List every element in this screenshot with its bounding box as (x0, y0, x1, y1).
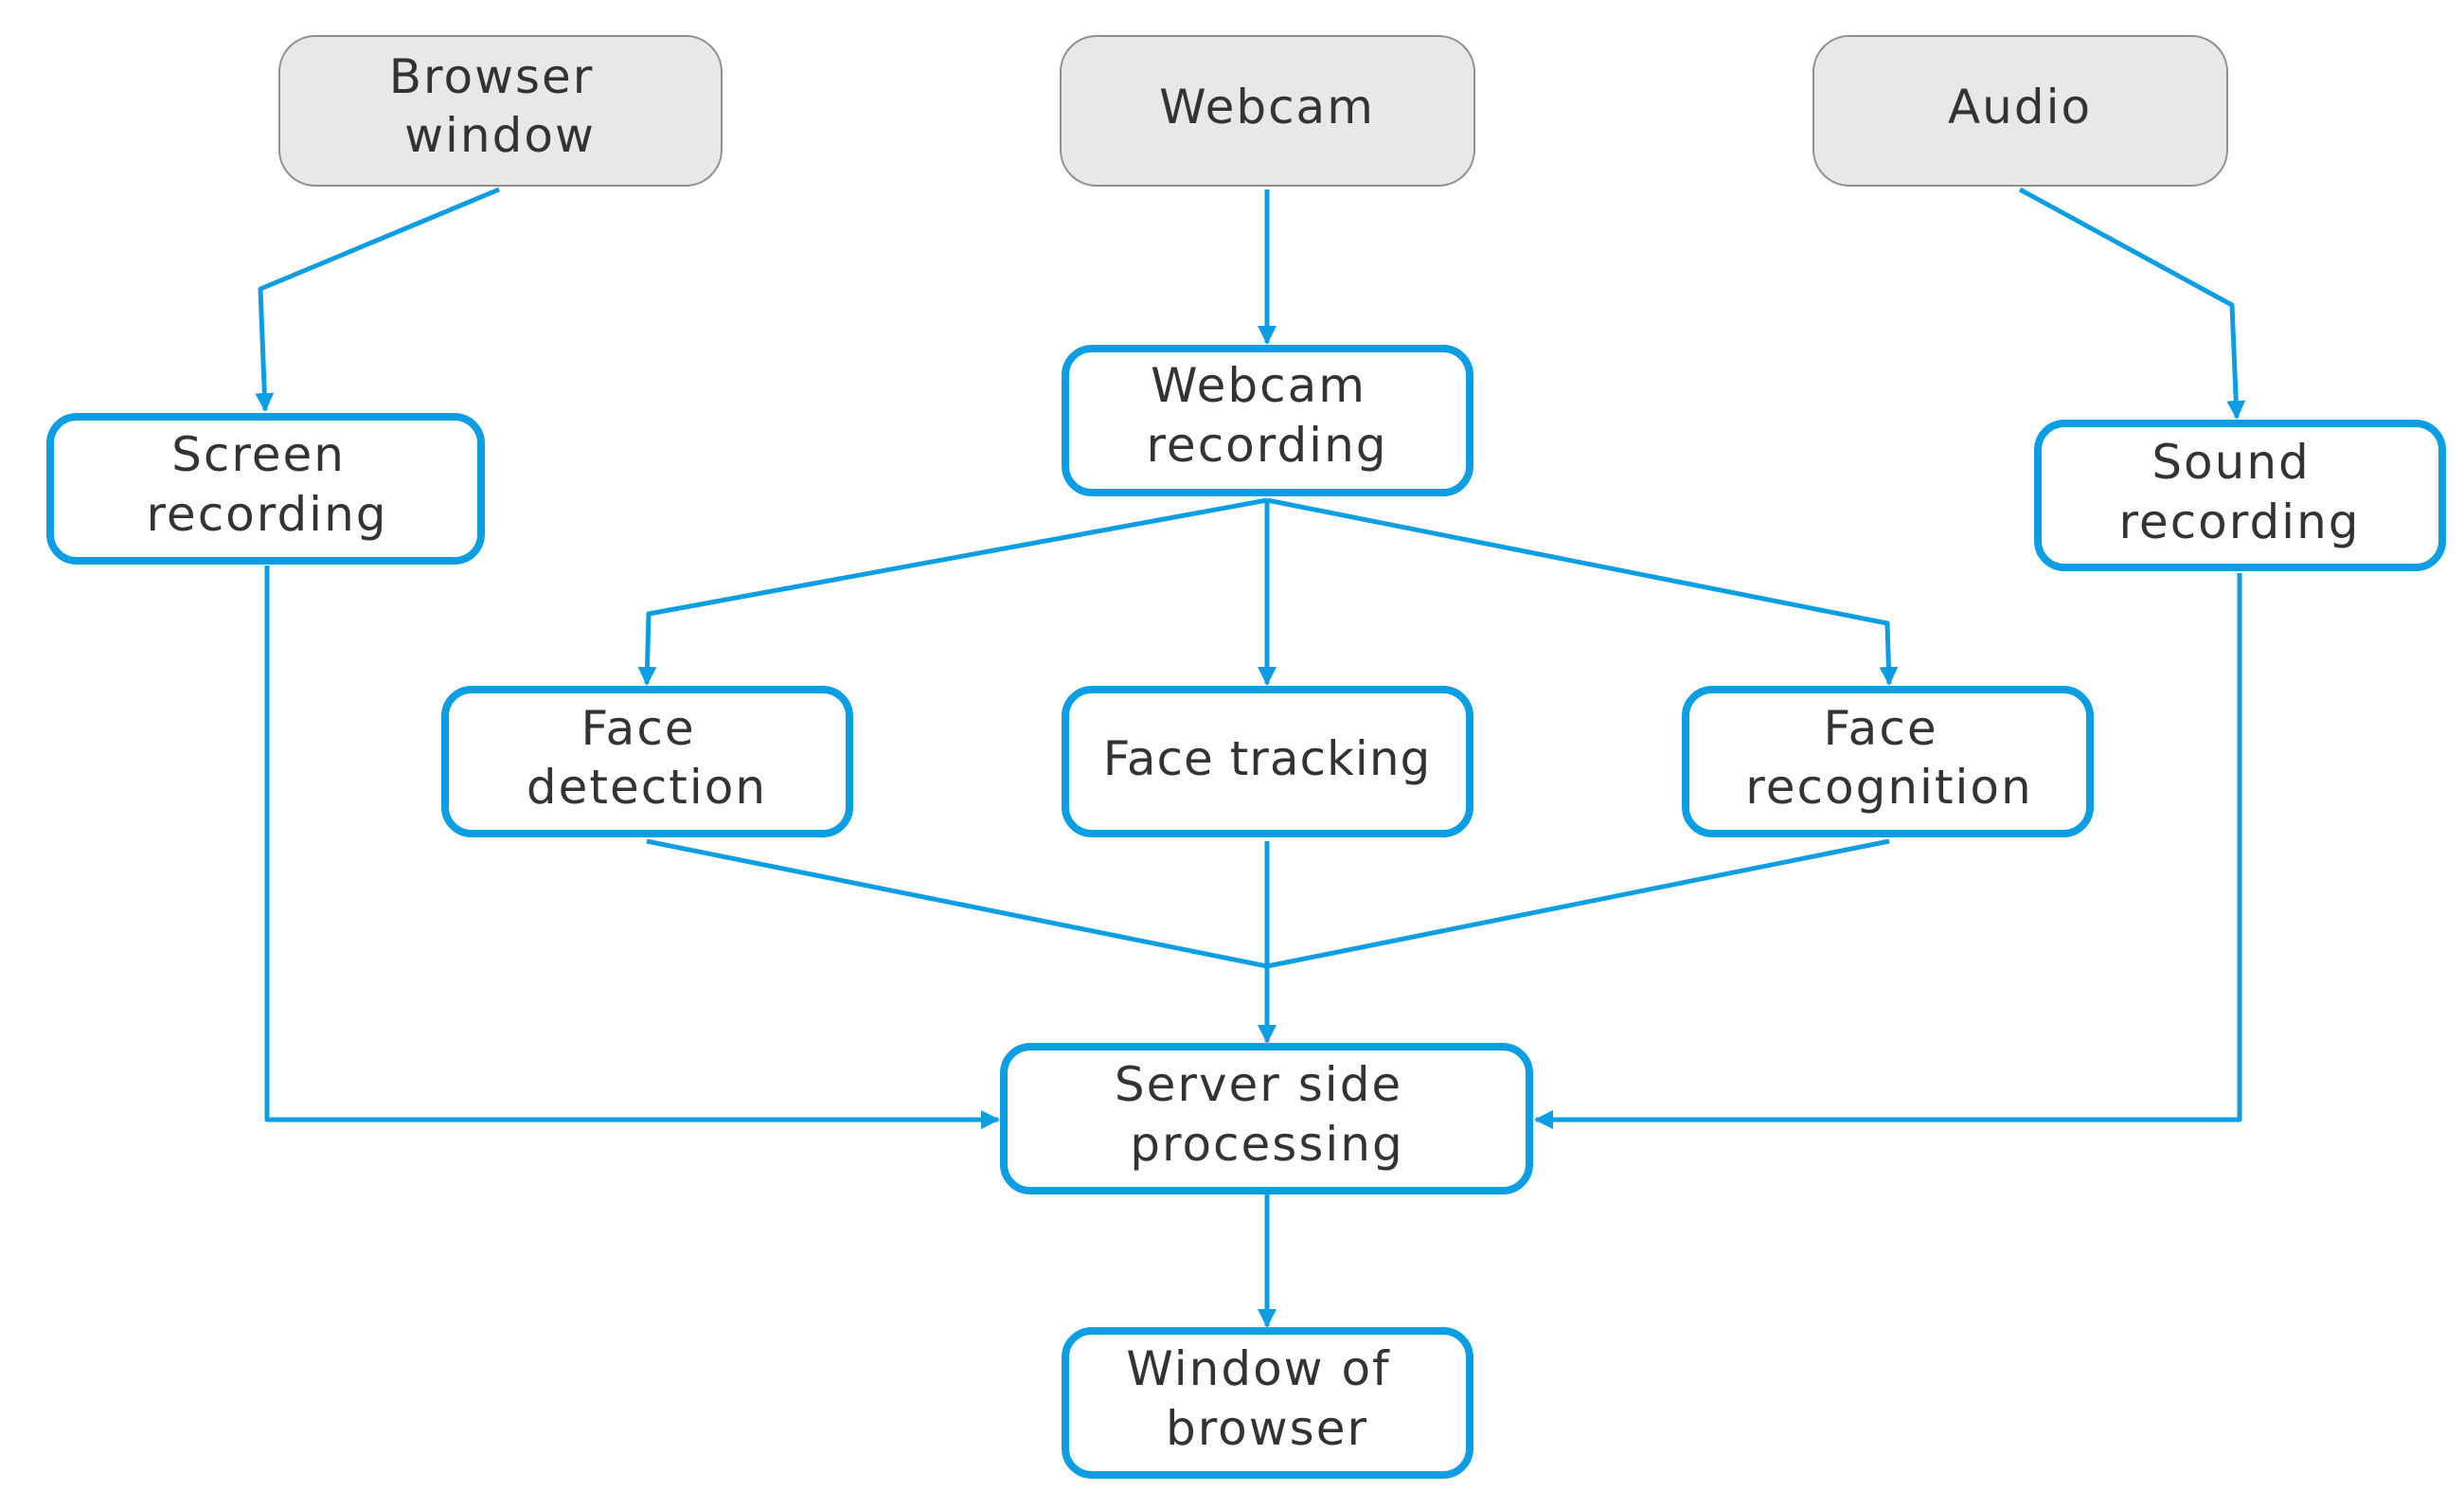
node-label: Webcam (1159, 80, 1375, 135)
node-label: Webcam recording (1146, 358, 1387, 473)
edge-face-detection-to-merge (646, 838, 1268, 969)
edge-webcam-recording-to-face-detection (637, 497, 1268, 686)
edge-browser-window-to-screen-recording (255, 187, 500, 412)
node-sound-recording: Sound recording (2034, 420, 2446, 571)
node-face-detection: Face detection (441, 686, 853, 837)
edge-face-recognition-to-merge (1266, 838, 1890, 969)
node-webcam-recording: Webcam recording (1062, 345, 1473, 496)
edge-webcam-recording-to-face-recognition (1266, 497, 1899, 686)
node-window-of-browser: Window of browser (1062, 1327, 1473, 1479)
node-label: Browser window (389, 49, 612, 163)
node-label: Face detection (527, 701, 767, 815)
node-screen-recording: Screen recording (46, 413, 485, 565)
node-face-tracking: Face tracking (1062, 686, 1473, 837)
node-label: Sound recording (2118, 435, 2360, 549)
node-browser-window: Browser window (278, 35, 723, 187)
node-webcam: Webcam (1060, 35, 1475, 187)
node-face-recognition: Face recognition (1682, 686, 2094, 837)
edge-screen-recording-to-server (264, 566, 1000, 1129)
edge-sound-recording-to-server (1534, 573, 2242, 1129)
node-label: Screen recording (146, 427, 387, 542)
node-label: Window of browser (1126, 1341, 1407, 1456)
node-server-side-processing: Server side processing (1000, 1043, 1533, 1195)
node-label: Face tracking (1103, 731, 1432, 786)
node-audio: Audio (1812, 35, 2228, 187)
node-label: Audio (1948, 80, 2092, 135)
node-label: Server side processing (1115, 1057, 1419, 1172)
node-label: Face recognition (1745, 701, 2032, 815)
edge-audio-to-sound-recording (2018, 187, 2246, 420)
edges (255, 187, 2246, 1328)
